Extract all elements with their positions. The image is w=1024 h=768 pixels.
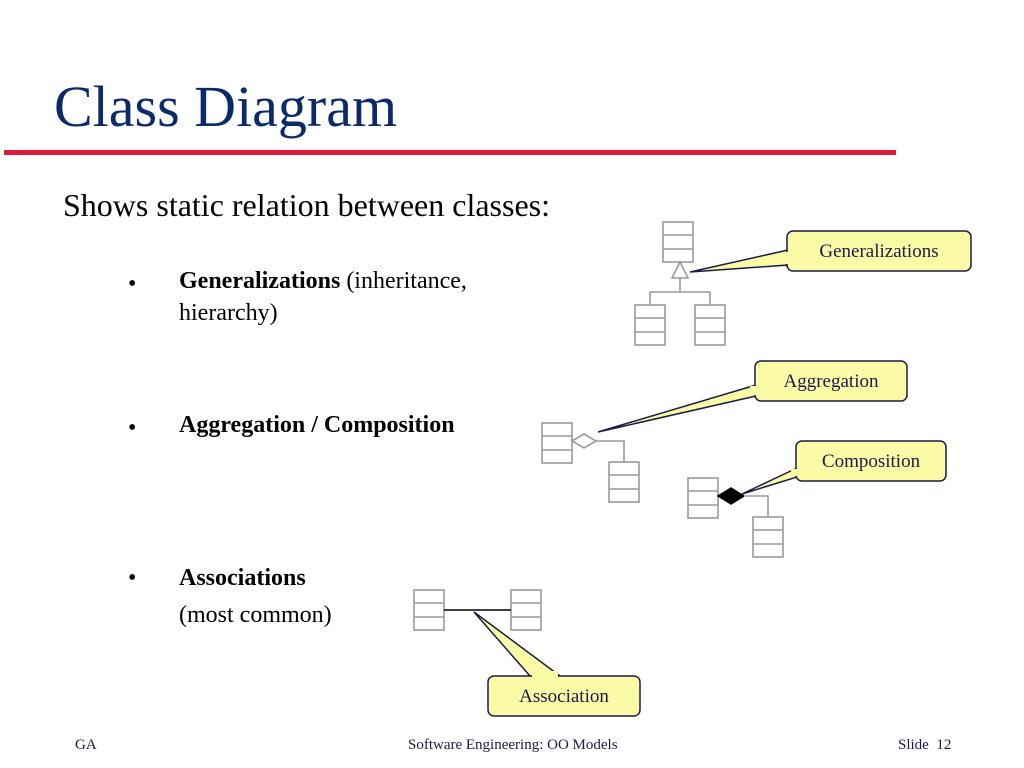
item-generalizations-bold: Generalizations xyxy=(179,268,341,294)
composition-diagram xyxy=(687,477,784,558)
callout-association xyxy=(473,611,641,717)
parent-class-box xyxy=(662,221,694,263)
bullet-generalizations: • xyxy=(128,271,137,297)
inheritance-triangle xyxy=(670,260,690,279)
association-class-box-left xyxy=(413,589,445,631)
footer-slide-value: 12 xyxy=(936,737,952,753)
list-item-aggregation: Aggregation / Composition xyxy=(179,410,455,442)
callout-composition xyxy=(741,440,947,495)
list-item-generalizations: Generalizations (inheritance, hierarchy) xyxy=(179,266,467,329)
callout-composition-label: Composition xyxy=(821,451,921,472)
list-item-associations: Associations (most common) xyxy=(179,560,332,634)
item-aggregation-bold: Aggregation / Composition xyxy=(179,412,455,438)
item-associations-line2: (most common) xyxy=(179,602,332,629)
callout-generalizations-label: Generalizations xyxy=(819,241,939,262)
part-class-box-composition xyxy=(752,516,784,558)
title-underline xyxy=(4,150,896,155)
callout-association-label: Association xyxy=(519,686,609,707)
association-diagram xyxy=(413,589,542,631)
child-class-box-left xyxy=(634,304,666,346)
slide-title: Class Diagram xyxy=(54,74,398,139)
footer-slide-number: Slide 12 xyxy=(898,737,951,754)
generalization-diagram xyxy=(634,221,726,346)
association-class-box-right xyxy=(510,589,542,631)
composition-diamond xyxy=(716,487,746,505)
callout-aggregation-label: Aggregation xyxy=(783,371,879,392)
callout-aggregation xyxy=(597,360,908,433)
bullet-associations: • xyxy=(128,565,137,591)
footer-left: GA xyxy=(75,737,97,753)
item-generalizations-text: (inheritance, xyxy=(340,268,467,294)
aggregate-class-box xyxy=(541,422,573,464)
slide-subtitle: Shows static relation between classes: xyxy=(63,187,550,223)
footer-center: Software Engineering: OO Models xyxy=(408,737,618,753)
composite-class-box xyxy=(687,477,719,519)
aggregation-diagram xyxy=(541,422,640,503)
part-class-box-aggregation xyxy=(608,461,640,503)
item-associations-bold: Associations xyxy=(179,565,306,591)
child-class-box-right xyxy=(694,304,726,346)
aggregation-diamond xyxy=(570,433,598,449)
item-generalizations-line2: hierarchy) xyxy=(179,299,278,326)
bullet-aggregation: • xyxy=(128,415,137,441)
footer-slide-label: Slide xyxy=(898,737,929,753)
callout-generalizations xyxy=(689,230,972,273)
